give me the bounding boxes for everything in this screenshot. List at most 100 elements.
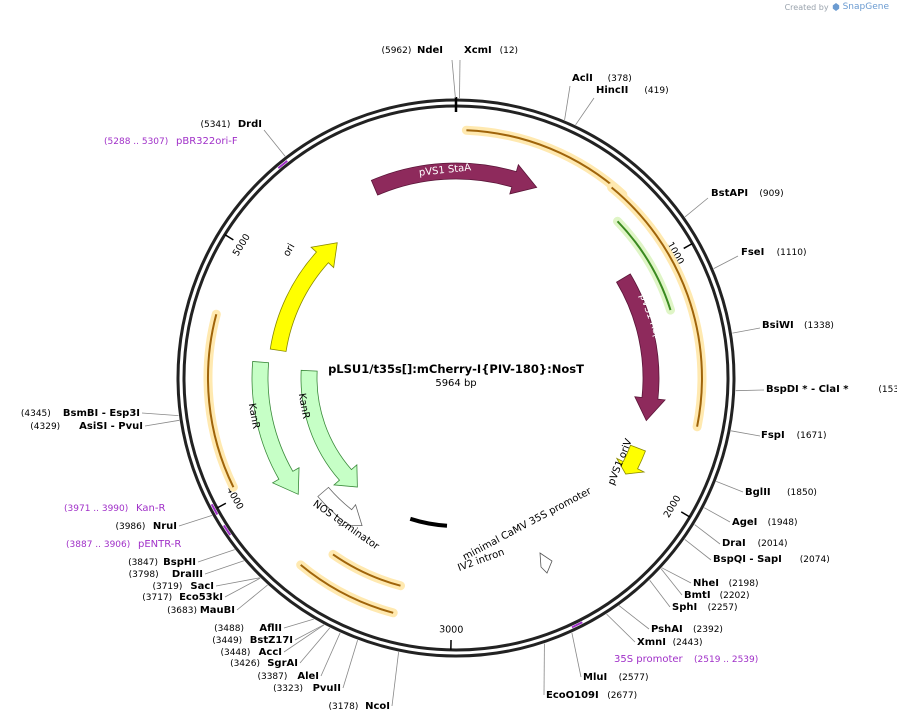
site-name: MauBI bbox=[200, 605, 235, 616]
site-name: XcmI bbox=[464, 45, 492, 56]
site-name: NcoI bbox=[365, 701, 390, 712]
leader-lines bbox=[141, 59, 765, 707]
site-name: FspI bbox=[761, 430, 785, 441]
leader-line bbox=[283, 624, 325, 653]
feature-iv2-intron bbox=[409, 516, 448, 528]
site-position: (12) bbox=[500, 46, 518, 56]
site-position: (1948) bbox=[768, 518, 798, 528]
site-ndei: NdeI(5962) bbox=[381, 45, 443, 56]
site-name: SacI bbox=[190, 581, 214, 592]
site-position: (3449) bbox=[212, 636, 242, 646]
site-name: DraI bbox=[722, 538, 746, 549]
orf-arc bbox=[610, 186, 703, 427]
leader-line bbox=[684, 539, 712, 561]
leader-line bbox=[178, 515, 213, 527]
site-position: (3847) bbox=[128, 558, 158, 568]
tick-mark-4000 bbox=[216, 502, 227, 509]
site-position: (3986) bbox=[115, 522, 145, 532]
site-name: AclI bbox=[572, 73, 593, 84]
primer-mark bbox=[210, 503, 219, 515]
site-name: BspDI * - ClaI * bbox=[766, 384, 849, 395]
feature-pvs1-repa bbox=[616, 273, 666, 422]
site-name: BspHI bbox=[163, 557, 196, 568]
site-ncoi: NcoI(3178) bbox=[328, 701, 390, 712]
leader-line bbox=[571, 632, 582, 678]
site-name: BmtI bbox=[684, 590, 711, 601]
leader-line bbox=[694, 524, 721, 545]
site-fsei: FseI (1110) bbox=[741, 247, 807, 258]
tick-mark-5000 bbox=[224, 233, 234, 241]
leader-line bbox=[451, 59, 456, 99]
feature-label-kanr-outer: KanR bbox=[246, 402, 261, 429]
leader-line bbox=[144, 419, 180, 427]
site-position: (5962) bbox=[381, 46, 411, 56]
site-name: PshAI bbox=[651, 624, 683, 635]
leader-line bbox=[732, 327, 761, 334]
site-bspdi-clai-: BspDI * - ClaI *(1534) bbox=[766, 384, 897, 395]
site-pshai: PshAI(2392) bbox=[651, 624, 723, 635]
tick-label-2000: 2000 bbox=[662, 494, 684, 520]
primer-name: pBR322ori-F bbox=[176, 136, 238, 147]
site-draiii: DraIII(3798) bbox=[129, 569, 203, 580]
site-name: BspQI - SapI bbox=[713, 554, 782, 565]
site-bspqi-sapi: BspQI - SapI (2074) bbox=[713, 554, 830, 565]
site-position: (3717) bbox=[142, 593, 172, 603]
site-sgrai: SgrAI(3426) bbox=[230, 658, 298, 669]
primer-range: (2519 .. 2539) bbox=[694, 655, 758, 665]
site-name: XmnI bbox=[637, 637, 666, 648]
site-ecoo109i: EcoO109I(2677) bbox=[546, 690, 637, 701]
site-position: (1850) bbox=[787, 488, 817, 498]
leader-line bbox=[661, 567, 692, 584]
site-position: (3683) bbox=[167, 606, 197, 616]
primer-labels: (5288 .. 5307) pBR322ori-F (3971 .. 3990)K… bbox=[64, 136, 758, 665]
primer-name: pENTR-R bbox=[138, 539, 181, 550]
primer-range: (5288 .. 5307) bbox=[104, 137, 168, 147]
site-xcmi: XcmI (12) bbox=[464, 45, 518, 56]
tick-label-3000: 3000 bbox=[439, 624, 463, 635]
site-bstz17i: BstZ17I(3449) bbox=[212, 635, 293, 646]
site-name: AccI bbox=[259, 647, 282, 658]
site-position: (2202) bbox=[720, 591, 750, 601]
site-position: (1110) bbox=[777, 248, 807, 258]
site-position: (2257) bbox=[708, 603, 738, 613]
site-position: (2198) bbox=[729, 579, 759, 589]
site-position: (2074) bbox=[800, 555, 830, 565]
site-asisi-pvui: AsiSI - PvuI(4329) bbox=[30, 421, 143, 432]
leader-line bbox=[575, 97, 595, 126]
site-name: BglII bbox=[745, 487, 771, 498]
orf-arc bbox=[332, 553, 401, 587]
leader-line bbox=[660, 568, 683, 596]
site-name: FseI bbox=[741, 247, 764, 258]
leader-line bbox=[618, 605, 650, 630]
site-hincii: HincII(419) bbox=[596, 85, 669, 96]
site-acli: AclI(378) bbox=[572, 73, 632, 84]
feature-kanr-outer bbox=[251, 361, 300, 495]
site-position: (3719) bbox=[152, 582, 182, 592]
site-bmti: BmtI (2202) bbox=[684, 590, 750, 601]
leader-line bbox=[735, 389, 765, 392]
orf-arcs bbox=[203, 125, 707, 618]
feature-kanr-inner bbox=[300, 369, 358, 488]
primer-kan-r: (3971 .. 3990)Kan-R bbox=[64, 503, 219, 515]
site-name: AleI bbox=[297, 671, 319, 682]
site-nhei: NheI (2198) bbox=[693, 578, 759, 589]
site-pvuii: PvuII(3323) bbox=[273, 683, 341, 694]
site-sphi: SphI(2257) bbox=[672, 602, 738, 613]
leader-line bbox=[649, 579, 671, 608]
site-name: NheI bbox=[693, 578, 719, 589]
tick-mark-1000 bbox=[683, 242, 693, 250]
site-name: MluI bbox=[583, 672, 607, 683]
leader-line bbox=[236, 584, 268, 611]
site-name: HincII bbox=[596, 85, 628, 96]
leader-line bbox=[283, 618, 314, 629]
site-position: (3448) bbox=[220, 648, 250, 658]
feature-label-minimal-camv-35s-promoter: minimal CaMV 35S promoter bbox=[461, 485, 594, 563]
attribution-brand: SnapGene bbox=[842, 2, 889, 12]
plasmid-name: pLSU1/t35s[]:mCherry-I{PIV-180}:NosT bbox=[328, 362, 584, 376]
leader-line bbox=[564, 85, 571, 120]
feature-ori bbox=[269, 242, 338, 352]
site-position: (2677) bbox=[607, 691, 637, 701]
site-bsiwi: BsiWI(1338) bbox=[762, 320, 834, 331]
site-name: AflII bbox=[259, 623, 282, 634]
site-position: (2443) bbox=[673, 638, 703, 648]
